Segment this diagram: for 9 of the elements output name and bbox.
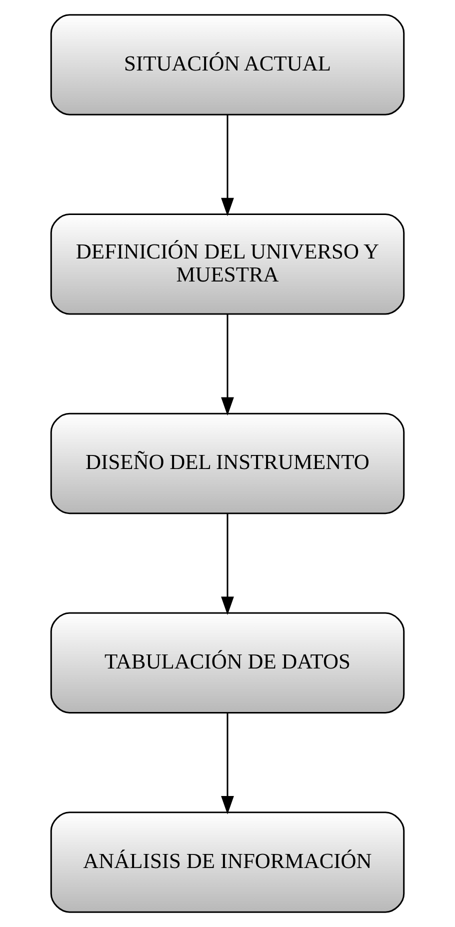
arrow (221, 712, 234, 814)
node-box: DISEÑO DEL INSTRUMENTO (50, 412, 405, 514)
node-box: SITUACIÓN ACTUAL (50, 14, 405, 116)
arrow (221, 314, 234, 416)
arrow (221, 114, 234, 216)
arrow (221, 514, 234, 616)
node-box: DEFINICIÓN DEL UNIVERSO Y MUESTRA (50, 214, 405, 315)
node-box: TABULACIÓN DE DATOS (50, 612, 405, 714)
node-box: ANÁLISIS DE INFORMACIÓN (50, 812, 405, 913)
